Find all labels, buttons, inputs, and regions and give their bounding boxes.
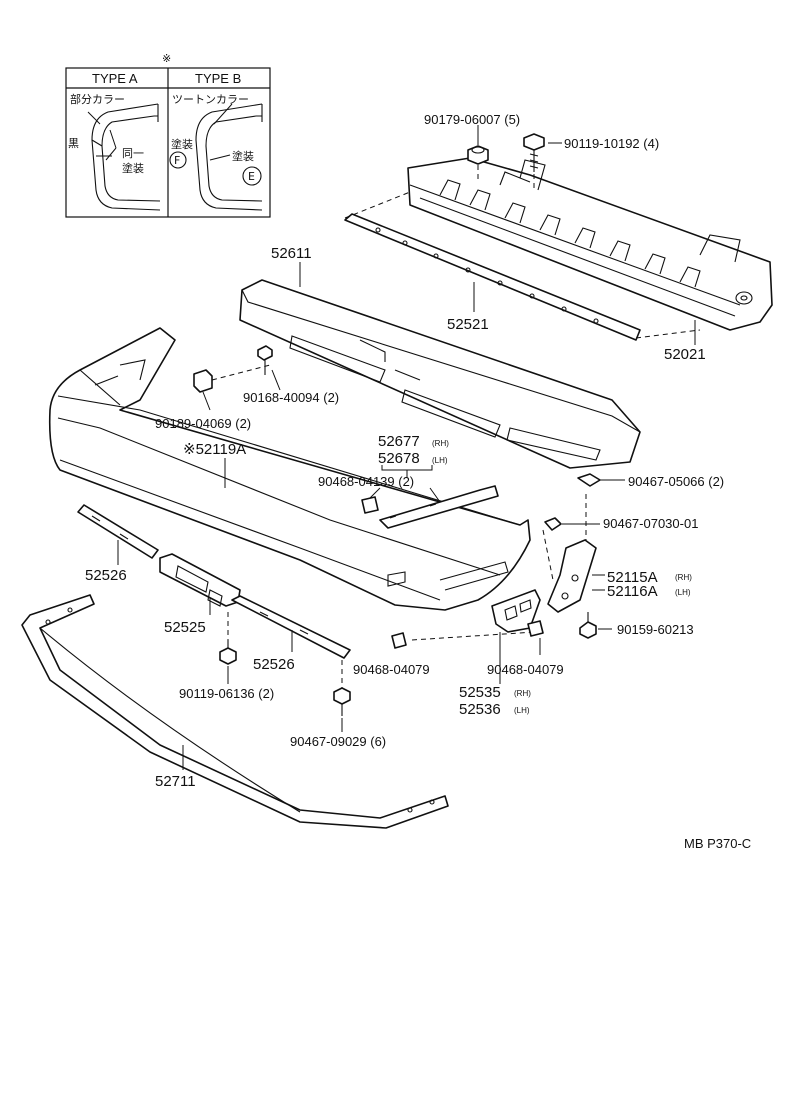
clip-90189 bbox=[193, 369, 213, 393]
label-52119a: ※52119A bbox=[183, 441, 246, 458]
label-52116a: 52116A bbox=[607, 583, 658, 600]
label-90119-06136: 90119-06136 (2) bbox=[179, 686, 274, 701]
retainer-52521 bbox=[344, 213, 641, 341]
circle-f bbox=[169, 151, 187, 169]
label-partial-color: 部分カラー bbox=[70, 92, 125, 106]
bumper-cover-52119a bbox=[48, 327, 531, 611]
label-same: 同一 bbox=[122, 147, 144, 160]
label-paint-f: 塗装 bbox=[171, 137, 193, 151]
label-52711: 52711 bbox=[155, 773, 196, 790]
bracket-52115a-52116a bbox=[547, 539, 597, 613]
label-90467-05066: 90467-05066 (2) bbox=[628, 474, 724, 489]
part-labels: 90179-06007 (5) 90119-10192 (4) 52021 52… bbox=[85, 112, 751, 851]
clip-90467-07030 bbox=[544, 517, 562, 531]
label-52677: 52677 bbox=[378, 433, 420, 450]
label-90468-04079-b: 90468-04079 bbox=[487, 662, 564, 677]
label-90467-09029: 90467-09029 (6) bbox=[290, 734, 386, 749]
lower-spoiler-52711 bbox=[21, 594, 449, 829]
clip-90467-09029 bbox=[333, 687, 351, 716]
type-b-title: TYPE B bbox=[195, 71, 241, 86]
label-52115a: 52115A bbox=[607, 569, 658, 586]
label-90468-04139: 90468-04139 (2) bbox=[318, 474, 414, 489]
label-52526-left: 52526 bbox=[85, 567, 127, 584]
nut-90467-05066 bbox=[577, 473, 601, 487]
nut-90179 bbox=[467, 145, 489, 165]
label-52535: 52535 bbox=[459, 684, 501, 701]
screw-90168 bbox=[257, 345, 273, 375]
circle-e-letter: E bbox=[248, 170, 255, 183]
label-52536-side: (LH) bbox=[514, 706, 530, 715]
type-a-title: TYPE A bbox=[92, 71, 138, 86]
label-52611: 52611 bbox=[271, 245, 312, 262]
label-90189: 90189-04069 (2) bbox=[155, 416, 251, 431]
circle-f-letter: F bbox=[174, 154, 180, 167]
label-52115a-side: (RH) bbox=[675, 573, 692, 582]
type-inset: ※ TYPE A TYPE B 部分カラー 黒 同一 塗装 bbox=[65, 52, 271, 218]
label-52021: 52021 bbox=[664, 346, 706, 363]
label-90179: 90179-06007 (5) bbox=[424, 112, 520, 127]
bracket-52526-right bbox=[231, 595, 351, 659]
note-mark: ※ bbox=[162, 52, 171, 65]
bumper-reinforcement bbox=[407, 157, 773, 331]
label-52678-side: (LH) bbox=[432, 456, 448, 465]
moulding-52677-52678 bbox=[361, 485, 499, 529]
label-black: 黒 bbox=[68, 137, 79, 150]
label-52535-side: (RH) bbox=[514, 689, 531, 698]
label-52677-side: (RH) bbox=[432, 439, 449, 448]
bracket-52525 bbox=[159, 553, 241, 607]
label-52678: 52678 bbox=[378, 450, 420, 467]
label-paint-a: 塗装 bbox=[122, 161, 144, 175]
figure-code: MB P370-C bbox=[684, 836, 751, 851]
bolt-90119-06136 bbox=[219, 640, 237, 665]
label-90159: 90159-60213 bbox=[617, 622, 694, 637]
label-52525: 52525 bbox=[164, 619, 206, 636]
clip-90468-04079-b bbox=[527, 620, 544, 637]
label-52116a-side: (LH) bbox=[675, 588, 691, 597]
label-52521: 52521 bbox=[447, 316, 489, 333]
type-b-profile bbox=[169, 103, 263, 211]
bolt-90159 bbox=[579, 612, 597, 639]
label-90467-07030: 90467-07030-01 bbox=[603, 516, 698, 531]
label-90468-04079-a: 90468-04079 bbox=[353, 662, 430, 677]
label-52526-right: 52526 bbox=[253, 656, 295, 673]
label-90119-10192: 90119-10192 (4) bbox=[564, 136, 659, 151]
label-52536: 52536 bbox=[459, 701, 501, 718]
label-paint-e: 塗装 bbox=[232, 149, 254, 163]
label-90168: 90168-40094 (2) bbox=[243, 390, 339, 405]
circle-e bbox=[242, 166, 262, 186]
label-two-tone: ツートンカラー bbox=[172, 93, 249, 106]
clip-90468-04079-a bbox=[391, 632, 407, 649]
type-a-profile bbox=[87, 103, 161, 211]
bolt-90119-10192 bbox=[523, 133, 545, 172]
energy-absorber-52611 bbox=[239, 279, 641, 469]
bracket-52526-left bbox=[77, 504, 159, 559]
